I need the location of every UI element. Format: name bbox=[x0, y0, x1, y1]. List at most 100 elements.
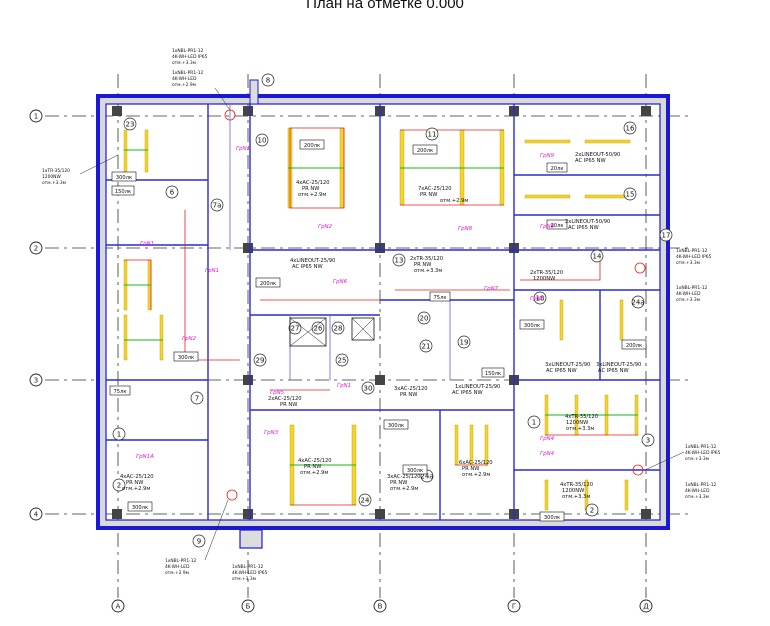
fixture-annotations: 1xNBL-PR1-12 4K-WH-LED IP65 отм.+3.3м 1x… bbox=[42, 48, 721, 582]
shafts bbox=[239, 79, 375, 549]
fixture-spec: 4K-WH-LED IP65 bbox=[232, 570, 268, 576]
fixture-spec: отм.+3.3м bbox=[172, 60, 196, 66]
room-number: 24а bbox=[420, 473, 433, 481]
group-tags: ГрN1 ГрN1 ГрN1 ГрN2 ГрN2 ГрN8 ГрN9 ГрN9 … bbox=[136, 146, 555, 460]
fixture-spec: 3xAC-25/120 bbox=[387, 474, 421, 480]
fixture-spec: 1xNBL-PR1-12 bbox=[685, 482, 717, 488]
group-tag: ГрN3 bbox=[264, 430, 279, 436]
fixture-spec: PR NW bbox=[304, 464, 321, 470]
fixture-spec: 2xLINEOUT-50/90 bbox=[575, 152, 620, 158]
fixture-spec: 3xAC-25/120 bbox=[394, 386, 428, 392]
light-fixtures bbox=[123, 127, 639, 511]
fixture-spec: 1200NW bbox=[42, 174, 61, 180]
fixture-spec: PR NW bbox=[126, 480, 143, 486]
group-tag: ГрN4 bbox=[540, 436, 555, 442]
fixture-spec: 4K-WH-LED bbox=[172, 76, 197, 82]
group-tag: ГрN5 bbox=[270, 390, 285, 396]
group-tag: ГрN1 bbox=[236, 146, 250, 152]
group-tag: ГрN2 bbox=[318, 224, 333, 230]
fixture-spec: 1200NW bbox=[562, 488, 584, 494]
fixture-spec: 1xNBL-PR1-12 bbox=[232, 564, 264, 570]
room-number: 24 bbox=[361, 497, 370, 505]
fixture-spec: 3xLINEOUT-25/90 bbox=[545, 362, 590, 368]
axis-label-row-3: 3 bbox=[34, 377, 38, 385]
group-tag: ГрN1 bbox=[337, 383, 351, 389]
group-tag: ГрN6 bbox=[333, 279, 348, 285]
fixture-spec: отм.+3.3м bbox=[566, 426, 594, 432]
fixture-spec: 4xLINEOUT-25/90 bbox=[290, 258, 335, 264]
fixture-spec: 2xTR-35/120 bbox=[530, 270, 563, 276]
axis-label-col-b: Б bbox=[246, 603, 251, 611]
fixture-spec: 2xLINEOUT-50/90 bbox=[565, 219, 610, 225]
lux-tag: 20лк bbox=[550, 223, 563, 229]
fixture-spec: PR NW bbox=[302, 186, 319, 192]
fixture-spec: PR NW bbox=[462, 466, 479, 472]
group-tag: ГрN2 bbox=[182, 336, 197, 342]
room-number: 19 bbox=[460, 339, 469, 347]
group-tag: ГрN8 bbox=[458, 226, 473, 232]
room-number: 20 bbox=[420, 315, 429, 323]
room-number: 7 bbox=[195, 395, 199, 403]
fixture-spec: PR NW bbox=[390, 480, 407, 486]
room-number: 29 bbox=[256, 357, 265, 365]
fixture-spec: 4K-WH-LED IP65 bbox=[676, 254, 712, 260]
fixture-spec: 4xAC-25/120 bbox=[298, 458, 332, 464]
fixture-spec: отм.+3.3м bbox=[676, 297, 700, 303]
lux-tag: 200лк bbox=[304, 143, 320, 149]
fixture-spec: 4K-WH-LED bbox=[165, 564, 190, 570]
room-number: 18 bbox=[536, 295, 545, 303]
group-tag: ГрN4 bbox=[540, 451, 555, 457]
room-number: 2 bbox=[117, 482, 121, 490]
lux-tag: 300лк bbox=[116, 175, 132, 181]
room-number: 10 bbox=[258, 137, 267, 145]
fixture-spec: 1xLINEOUT-25/90 bbox=[455, 384, 500, 390]
lux-tag: 75лк bbox=[113, 389, 126, 395]
lux-tag: 200лк bbox=[626, 343, 642, 349]
fixture-spec: 4K-WH-LED IP65 bbox=[172, 54, 208, 60]
fixture-spec: 4xAC-25/120 bbox=[296, 180, 330, 186]
lux-tag: 200лк bbox=[260, 281, 276, 287]
fixture-spec: 1xNBL-PR1-12 bbox=[685, 444, 717, 450]
room-number: 2 bbox=[590, 507, 594, 515]
fixture-spec: 1200NW bbox=[566, 420, 588, 426]
fixture-spec: 4xAC-25/120 bbox=[120, 474, 154, 480]
lux-tag: 300лк bbox=[524, 323, 540, 329]
room-number: 7а bbox=[213, 202, 222, 210]
room-number: 6 bbox=[170, 189, 175, 197]
room-number: 3 bbox=[646, 437, 650, 445]
room-number: 24а bbox=[631, 299, 644, 307]
structural-columns bbox=[112, 106, 651, 519]
group-tag: ГрN1 bbox=[140, 241, 154, 247]
exterior-walls bbox=[96, 94, 670, 530]
fixture-spec: отм.+3.3м bbox=[414, 268, 442, 274]
lux-tag: 300лк bbox=[544, 515, 560, 521]
interior-partitions bbox=[106, 104, 660, 520]
axis-label-row-1: 1 bbox=[34, 113, 38, 121]
axis-bubbles-rows: 1 2 3 4 bbox=[29, 109, 43, 521]
axis-label-row-2: 2 bbox=[34, 245, 38, 253]
fixture-spec: 1xTR-35/120 bbox=[42, 168, 70, 174]
room-number: 28 bbox=[334, 325, 343, 333]
lux-tag: 300лк bbox=[388, 423, 404, 429]
lux-tag: 150лк bbox=[485, 371, 501, 377]
fixture-spec: отм.+2.9м bbox=[298, 192, 326, 198]
illuminance-tags: 200лк 200лк 300лк 150лк 200лк 300лк 75лк… bbox=[109, 139, 647, 522]
fixture-spec: AC IP65 NW bbox=[568, 225, 599, 231]
fixture-spec: PR NW bbox=[400, 392, 417, 398]
room-number: 17 bbox=[662, 232, 671, 240]
fixture-spec: 3xLINEOUT-25/90 bbox=[596, 362, 641, 368]
axis-bubbles-cols: А Б В Г Д bbox=[111, 599, 653, 613]
fixture-spec: AC IP65 NW bbox=[546, 368, 577, 374]
fixture-spec: отм.+2.9м bbox=[390, 486, 418, 492]
room-numbers: 23 6 7 1 2 7а 8 10 11 16 15 17 13 14 18 … bbox=[112, 73, 673, 548]
dimension-lines bbox=[124, 149, 638, 466]
fixture-spec: PR NW bbox=[414, 262, 431, 268]
fixture-spec: 4xTR-35/120 bbox=[565, 414, 598, 420]
group-tag: ГрN1 bbox=[205, 268, 219, 274]
lux-tag: 300лк bbox=[132, 505, 148, 511]
fixture-spec: 2xAC-25/120 bbox=[268, 396, 302, 402]
fixture-spec: 1xNBL-PR1-12 bbox=[165, 558, 197, 564]
group-tag: ГрN9 bbox=[540, 153, 555, 159]
fixture-spec: AC IP65 NW bbox=[292, 264, 323, 270]
